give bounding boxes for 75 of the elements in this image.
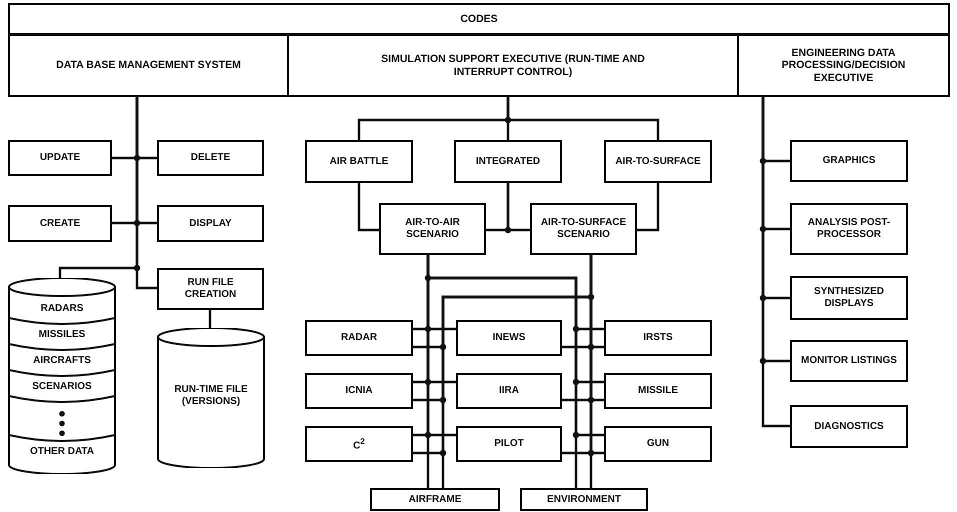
process-box [157,268,264,310]
category-label: MISSILES [38,329,86,341]
node-label: DATA BASE MANAGEMENT SYSTEM [55,59,242,72]
node-label: AIRFRAME [408,494,462,506]
process-box [456,320,562,356]
process-box [305,373,413,409]
category-label: OTHER DATA [28,446,96,458]
node-label: CODES [459,12,499,26]
connector-line [136,97,157,290]
node-label: IRSTS [642,332,674,344]
header-cell [8,3,950,35]
node-label: CREATE [38,218,82,230]
node-label: AIR BATTLE [328,156,390,168]
node-label: GRAPHICS [822,155,876,167]
node-label: PILOT [493,438,525,450]
process-box [790,203,908,255]
process-box [370,488,500,511]
process-box [8,140,112,176]
process-box [790,276,908,320]
process-box [8,205,112,242]
connector-line [506,97,660,140]
process-box [305,320,413,356]
process-box [790,340,908,382]
process-box [790,405,908,448]
process-box [157,205,264,242]
process-box [520,488,648,511]
node-label: MISSILE [636,385,679,397]
header-cell [287,34,739,97]
node-label: DISPLAY [188,218,233,230]
category-label: SCENARIOS [31,381,93,393]
node-label: ENGINEERING DATA PROCESSING/DECISION EXECUTIVE [780,46,906,84]
node-label: INTEGRATED [474,156,542,168]
process-box [454,140,562,183]
process-box [305,426,413,462]
node-label: RUN-TIME FILE (VERSIONS) [173,384,249,408]
header-cell [737,34,950,97]
header-cell [8,34,289,97]
node-label: DIAGNOSTICS [813,420,885,432]
node-label: ICNIA [344,385,374,397]
connector-line [506,183,530,232]
process-box [456,426,562,462]
connector-line [637,183,660,232]
process-box [604,140,712,183]
node-label: INEWS [492,332,526,344]
node-label: GUN [646,438,670,450]
process-box [530,203,637,255]
connector-line [208,310,212,328]
connector-line [358,183,379,232]
node-label: AIR-TO-AIR SCENARIO [404,217,461,241]
node-label: RADAR [340,332,378,344]
node-label: DELETE [190,152,232,164]
process-box [305,140,413,183]
database-cylinder [8,278,116,474]
node-label: SYNTHESIZED DISPLAYS [812,286,885,310]
node-label: IIRA [498,385,520,397]
process-box [604,373,712,409]
node-label: C$^{2}$ [352,436,366,452]
category-label: RADARS [40,303,84,315]
process-box [379,203,486,255]
database-cylinder [157,328,265,468]
process-box [790,140,908,182]
node-label: ENVIRONMENT [546,494,622,506]
node-label: SIMULATION SUPPORT EXECUTIVE (RUN-TIME AND INTERRUPT CONTROL) [380,52,646,78]
node-label: ANALYSIS POST-PROCESSOR [806,217,892,241]
connector-line [762,97,790,428]
process-box [604,320,712,356]
process-box [157,140,264,176]
node-label: RUN FILE CREATION [184,277,238,301]
node-label: AIR-TO-SURFACE [614,156,702,168]
node-label: AIR-TO-SURFACE SCENARIO [540,217,628,241]
process-box [456,373,562,409]
category-label: AIRCRAFTS [32,355,92,367]
node-label: UPDATE [38,152,82,164]
node-label: MONITOR LISTINGS [800,355,898,367]
process-box [604,426,712,462]
